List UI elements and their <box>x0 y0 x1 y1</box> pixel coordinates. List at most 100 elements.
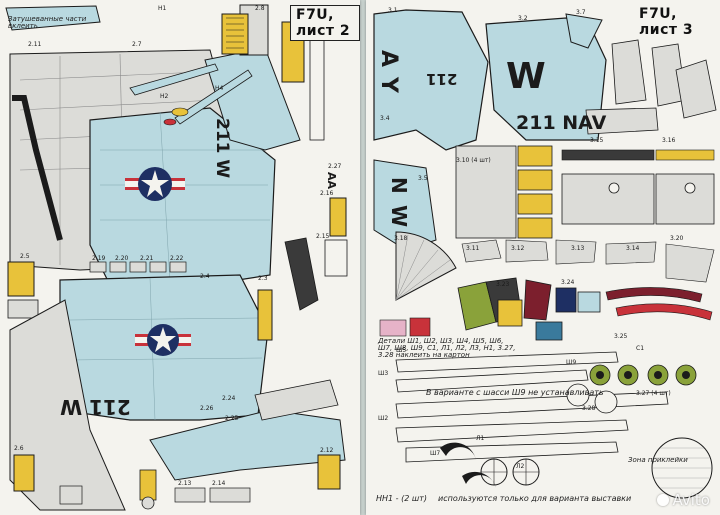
svg-text:Ш3: Ш3 <box>378 370 388 377</box>
svg-text:2.5: 2.5 <box>20 253 30 260</box>
bottom-small-parts <box>59 485 251 505</box>
nav-code: 211 NAV <box>516 112 607 134</box>
svg-text:H4: H4 <box>215 85 224 92</box>
upper-right-grey-parts <box>585 39 717 135</box>
fan-sector-part <box>395 231 457 301</box>
svg-text:3.5: 3.5 <box>418 175 428 182</box>
sheet-title-right: F7U, лист 3 <box>639 6 694 38</box>
svg-text:2.7: 2.7 <box>132 41 142 48</box>
svg-text:H2: H2 <box>160 93 169 100</box>
sheet-right-artwork: 3.1 3.2 3.7 3.4 3.10 (4 шт) 3.5 3.18 3.11 3.12… <box>373 7 717 499</box>
svg-text:Ш5: Ш5 <box>396 347 406 354</box>
svg-text:3.20: 3.20 <box>670 235 684 242</box>
svg-text:2.11: 2.11 <box>28 41 42 48</box>
wing-strip-top <box>5 5 101 31</box>
shade-note: Затушеванные части вклеить <box>8 15 87 30</box>
wheels-row <box>566 364 697 414</box>
svg-text:3.11: 3.11 <box>466 245 480 252</box>
svg-text:2.3: 2.3 <box>258 275 268 282</box>
svg-text:3.4: 3.4 <box>380 115 390 122</box>
part-2-17 <box>324 239 348 277</box>
yellow-part-hatch <box>226 17 244 49</box>
avito-watermark: Avito <box>656 491 711 509</box>
bottom-note: используются только для варианта выставк… <box>438 494 632 503</box>
svg-text:3.10 (4 шт): 3.10 (4 шт) <box>456 157 491 164</box>
part-left-small <box>7 299 39 319</box>
tail-code-upper: 211 W <box>212 118 232 179</box>
yellow-part-2-12 <box>317 454 341 490</box>
yellow-part-2-11 <box>257 289 273 341</box>
svg-text:3.2: 3.2 <box>518 15 528 22</box>
svg-text:Л1: Л1 <box>476 435 485 442</box>
svg-text:2.20: 2.20 <box>115 255 129 262</box>
watermark-text: Avito <box>672 491 711 509</box>
svg-text:3.27 (4 шт): 3.27 (4 шт) <box>636 390 671 397</box>
crescent-parts <box>440 442 496 488</box>
svg-text:H1: H1 <box>158 5 167 12</box>
grey-notch-column <box>455 145 517 239</box>
yellow-notch-column <box>517 145 553 239</box>
svg-text:2.24: 2.24 <box>222 395 236 402</box>
part-number-labels-left: 2.112.72.8 2.92.162.15 2.52.192.20 2.212… <box>14 5 342 487</box>
sheet-left-artwork: 2.112.72.8 2.92.162.15 2.52.192.20 2.212… <box>5 4 348 511</box>
grey-cluster-parts <box>461 239 715 283</box>
vertical-letter: N <box>387 176 412 194</box>
small-rect-row <box>89 261 187 273</box>
svg-text:2.26: 2.26 <box>200 405 214 412</box>
svg-text:Ш9: Ш9 <box>566 359 576 366</box>
svg-text:3.23: 3.23 <box>496 281 510 288</box>
dark-part-2-26 <box>284 237 319 311</box>
svg-text:3.15: 3.15 <box>590 137 604 144</box>
svg-text:2.16: 2.16 <box>320 190 334 197</box>
variant-note: В варианте с шасси Ш9 не устанавливать <box>426 388 604 397</box>
vertical-letter: W <box>387 204 412 228</box>
part-number-labels-right: 3.1 3.2 3.7 3.4 3.10 (4 шт) 3.5 3.18 3.11 3.12… <box>378 7 684 470</box>
svg-text:3.24: 3.24 <box>561 279 575 286</box>
svg-text:3.7: 3.7 <box>576 9 586 16</box>
fin-swept-right <box>565 13 603 49</box>
paper-sheet-right: 3.1 3.2 3.7 3.4 3.10 (4 шт) 3.5 3.18 3.11 3.12… <box>366 0 720 515</box>
svg-text:3.18: 3.18 <box>394 235 408 242</box>
svg-text:3.16: 3.16 <box>662 137 676 144</box>
avito-logo-icon <box>656 494 669 506</box>
vertical-letters-lower: N W <box>387 176 412 228</box>
svg-text:2.14: 2.14 <box>212 480 226 487</box>
svg-text:С1: С1 <box>636 345 644 352</box>
svg-text:3.1: 3.1 <box>388 7 398 14</box>
glue-zone-note: Зона приклейки <box>628 456 688 464</box>
yellow-part-2-5 <box>221 13 249 55</box>
svg-text:Л2: Л2 <box>516 463 525 470</box>
yellow-part-2-16 <box>329 197 347 237</box>
red-square <box>409 317 431 337</box>
number-code: 211 <box>426 70 458 88</box>
strut-part-2-7 <box>129 63 219 96</box>
svg-text:3.14: 3.14 <box>626 245 640 252</box>
big-code-letter: W <box>506 56 546 97</box>
narrow-part-2-9b <box>309 29 325 141</box>
spoke-wheels <box>480 458 540 486</box>
pink-square <box>379 319 407 337</box>
instruction-note: Детали Ш1, Ш2, Ш3, Ш4, Ш5, Ш6, Ш7, Ш8, Ш… <box>378 337 516 359</box>
display-stand-hatch <box>653 447 711 489</box>
fan-sector-ribs <box>395 234 451 301</box>
svg-text:2.4: 2.4 <box>200 273 210 280</box>
small-yellow-bit <box>171 107 189 117</box>
striped-rects-right <box>561 149 715 225</box>
svg-text:3.12: 3.12 <box>511 245 525 252</box>
svg-text:2.13: 2.13 <box>178 480 192 487</box>
svg-text:2.19: 2.19 <box>92 255 106 262</box>
blue-wing-upper <box>89 107 276 286</box>
red-curved-strips <box>605 287 713 321</box>
svg-text:3.13: 3.13 <box>571 245 585 252</box>
svg-text:3.25: 3.25 <box>614 333 628 340</box>
svg-text:2.12: 2.12 <box>320 447 334 454</box>
svg-text:Ш2: Ш2 <box>378 415 388 422</box>
yellow-part-2-6 <box>13 454 35 492</box>
svg-text:Ш7: Ш7 <box>430 450 440 457</box>
strut-part-2-1 <box>174 69 253 125</box>
fuselage-blue-left <box>373 9 489 151</box>
svg-text:2.6: 2.6 <box>14 445 24 452</box>
svg-text:3.28: 3.28 <box>582 405 596 412</box>
landing-gear-piece <box>139 469 157 510</box>
